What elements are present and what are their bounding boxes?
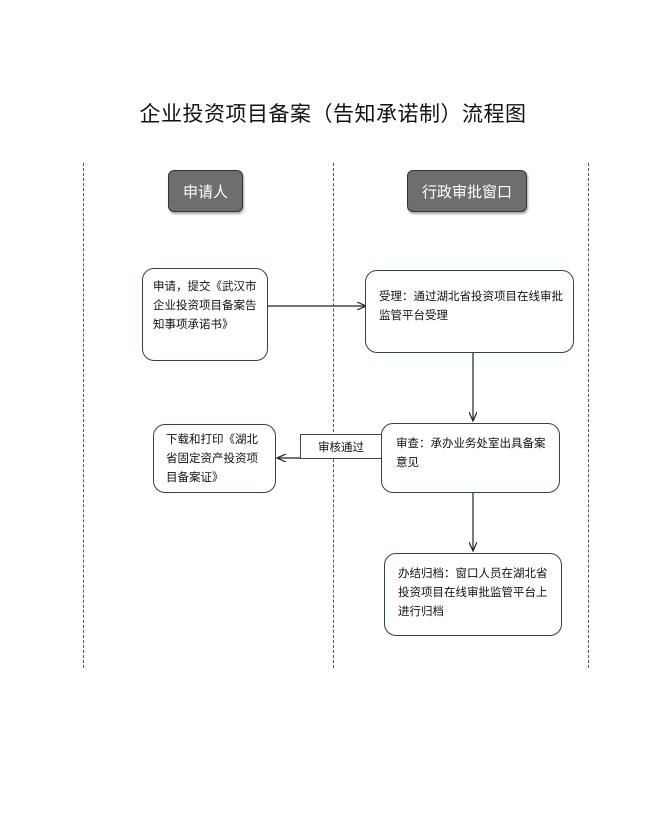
lane-header-approval-window: 行政审批窗口 (407, 170, 527, 212)
lane-header-applicant: 申请人 (168, 170, 243, 212)
step-review-box: 审查：承办业务处室出具备案意见 (381, 423, 560, 493)
step-apply-box: 申请，提交《武汉市企业投资项目备案告知事项承诺书》 (142, 268, 268, 361)
lane-divider-middle (333, 163, 334, 668)
edge-label-approved: 审核通过 (300, 434, 382, 459)
step-accept-box: 受理：通过湖北省投资项目在线审批监管平台受理 (365, 270, 574, 353)
lane-divider-right (588, 163, 589, 668)
page-title: 企业投资项目备案（告知承诺制）流程图 (139, 102, 527, 126)
lane-divider-left (83, 163, 84, 668)
step-download-box: 下载和打印《湖北省固定资产投资项目备案证》 (153, 424, 276, 493)
step-archive-box: 办结归档：窗口人员在湖北省投资项目在线审批监管平台上进行归档 (384, 553, 562, 636)
